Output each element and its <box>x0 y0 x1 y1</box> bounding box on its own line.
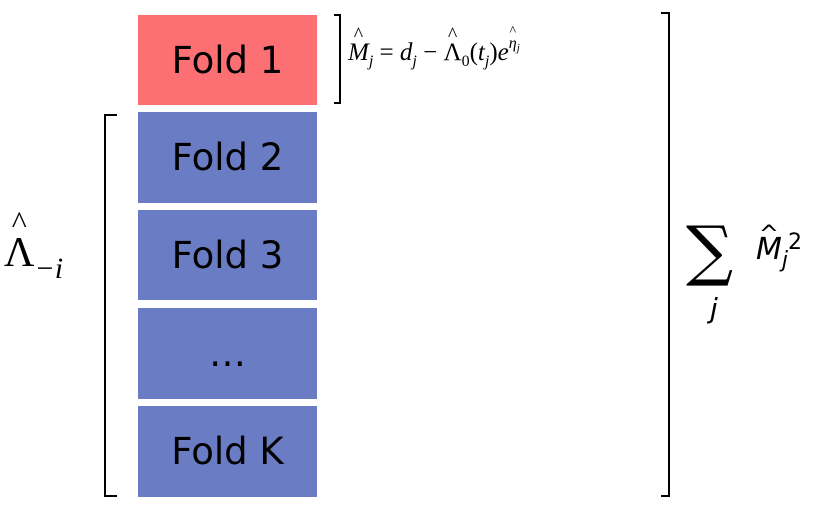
minus-sign: − <box>423 39 438 66</box>
linear-predictor-subscript: j <box>516 42 520 54</box>
sigma-symbol: ∑ <box>686 212 734 289</box>
fold-ellipsis-block: … <box>138 308 317 399</box>
baseline-hazard-subscript: 0 <box>461 53 470 70</box>
close-paren: ) <box>489 39 498 66</box>
residual-symbol: M <box>348 40 369 65</box>
baseline-hazard-symbol: Λ <box>443 40 461 65</box>
time-subscript: j <box>484 53 490 70</box>
all-folds-right-bracket <box>661 12 670 497</box>
sum-term-exponent: 2 <box>788 230 803 255</box>
fold-1-block: Fold 1 <box>138 15 317 105</box>
lambda-symbol: Λ <box>4 232 34 274</box>
event-indicator-subscript: j <box>412 53 417 70</box>
residual-subscript: j <box>368 53 374 70</box>
lambda-subscript: −i <box>34 252 64 285</box>
fold-k-block: Fold K <box>138 406 317 497</box>
exp-base: e <box>497 39 509 66</box>
fold-1-right-bracket <box>334 14 341 104</box>
sum-term-symbol: M <box>756 232 782 267</box>
event-indicator-symbol: d <box>399 39 413 66</box>
fold-2-block: Fold 2 <box>138 112 317 203</box>
linear-predictor-symbol: η <box>509 36 517 52</box>
sum-index: j <box>710 292 718 325</box>
equals-sign: = <box>379 39 394 66</box>
baseline-hazard-estimate-label: Λ−i <box>4 232 63 284</box>
open-paren: ( <box>469 39 478 66</box>
sum-term-subscript: j <box>781 248 789 273</box>
sum-of-squared-residuals: ∑ j Mj2 <box>686 218 818 338</box>
martingale-residual-formula: Mj = dj − Λ0(tj)eηj <box>348 36 520 70</box>
time-symbol: t <box>477 39 485 66</box>
fold-3-block: Fold 3 <box>138 210 317 300</box>
training-folds-left-bracket <box>104 114 117 497</box>
